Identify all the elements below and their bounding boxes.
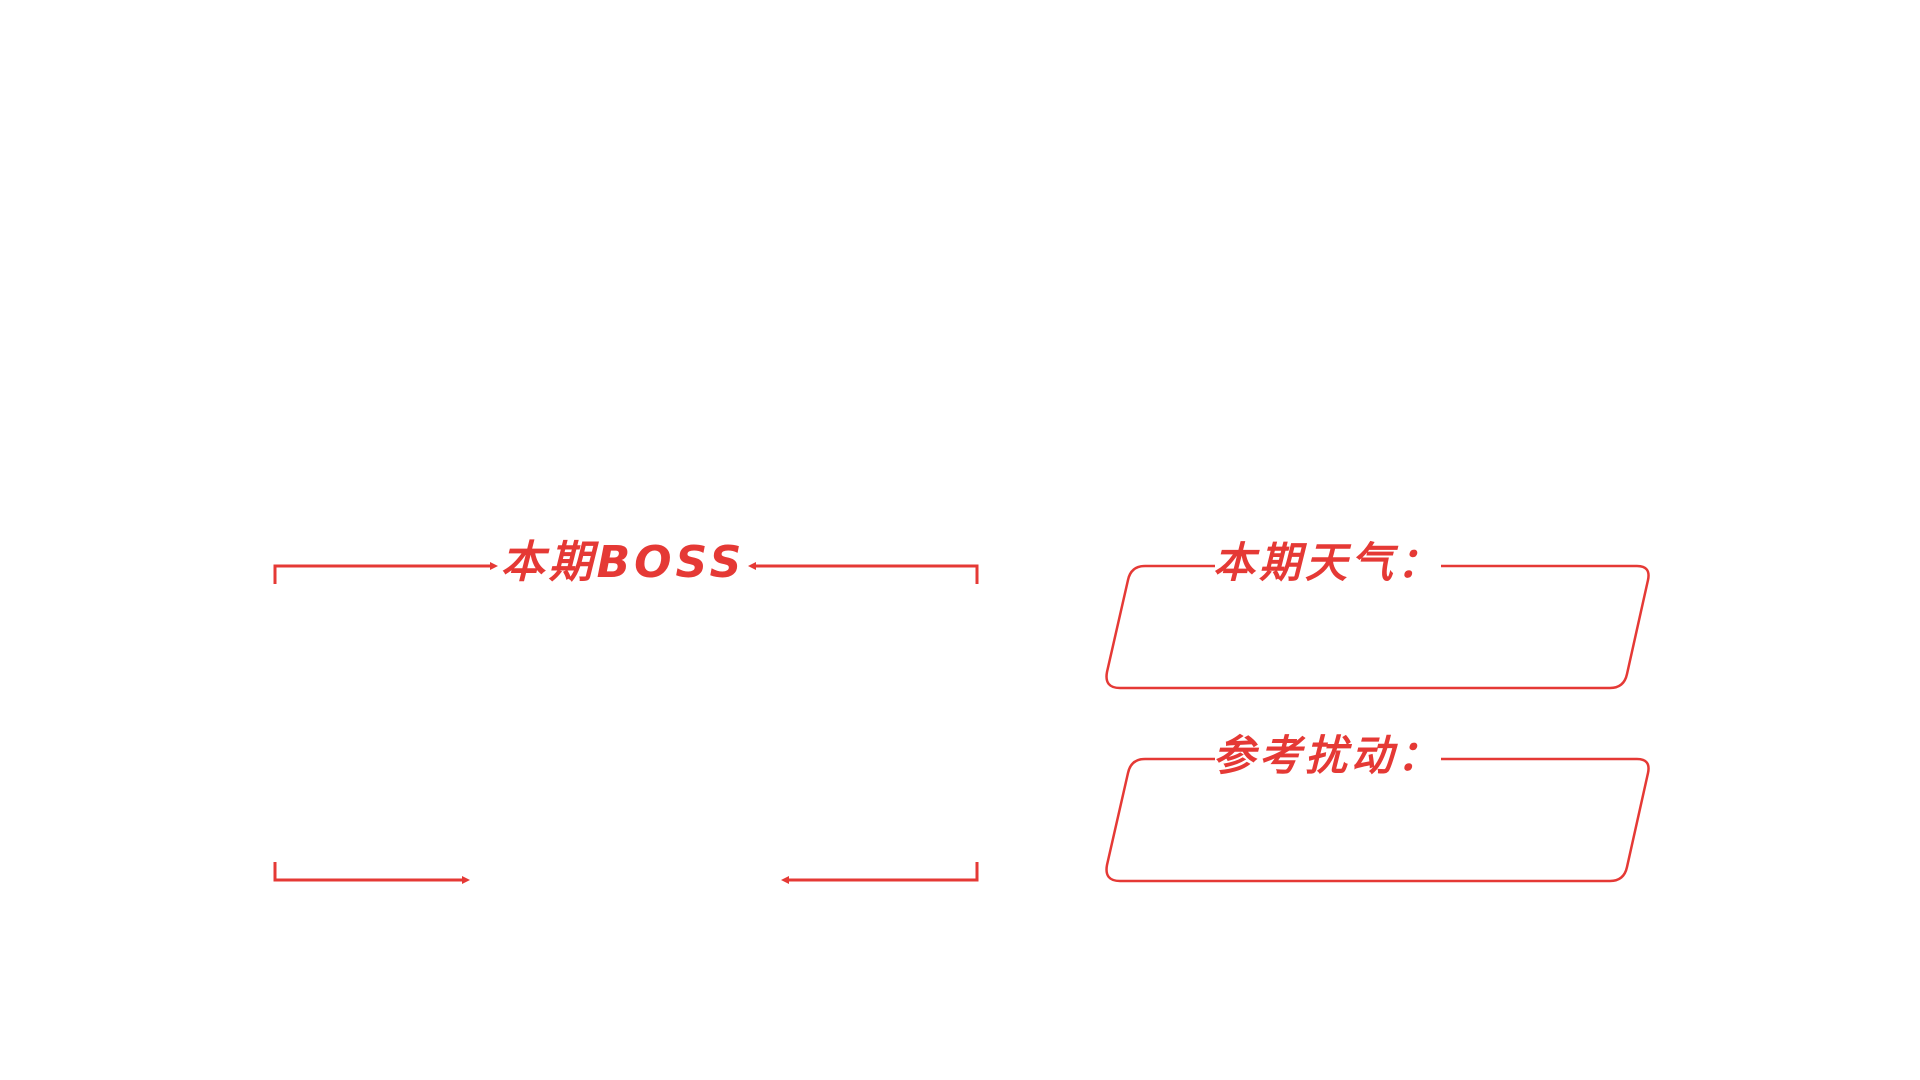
disturbance-panel-title: 参考扰动： (1213, 731, 1443, 780)
boss-frame-tip-top-left (490, 562, 498, 570)
disturbance-panel: 参考扰动： (1105, 731, 1650, 883)
weather-panel-title: 本期天气： (1213, 538, 1443, 587)
disturbance-panel-frame (1105, 757, 1650, 883)
boss-frame-top-left (273, 564, 490, 584)
boss-frame-tip-top-right (748, 562, 756, 570)
boss-frame-top-right (756, 564, 979, 584)
boss-panel: 本期BOSS (273, 537, 979, 884)
boss-frame-bottom-right (789, 862, 979, 882)
boss-frame-tip-bottom-right (781, 876, 789, 884)
boss-panel-title: 本期BOSS (501, 537, 746, 588)
weather-panel: 本期天气： (1105, 538, 1650, 690)
boss-frame-tip-bottom-left (462, 876, 470, 884)
weather-panel-frame (1105, 564, 1650, 690)
boss-frame-bottom-left (273, 862, 462, 882)
